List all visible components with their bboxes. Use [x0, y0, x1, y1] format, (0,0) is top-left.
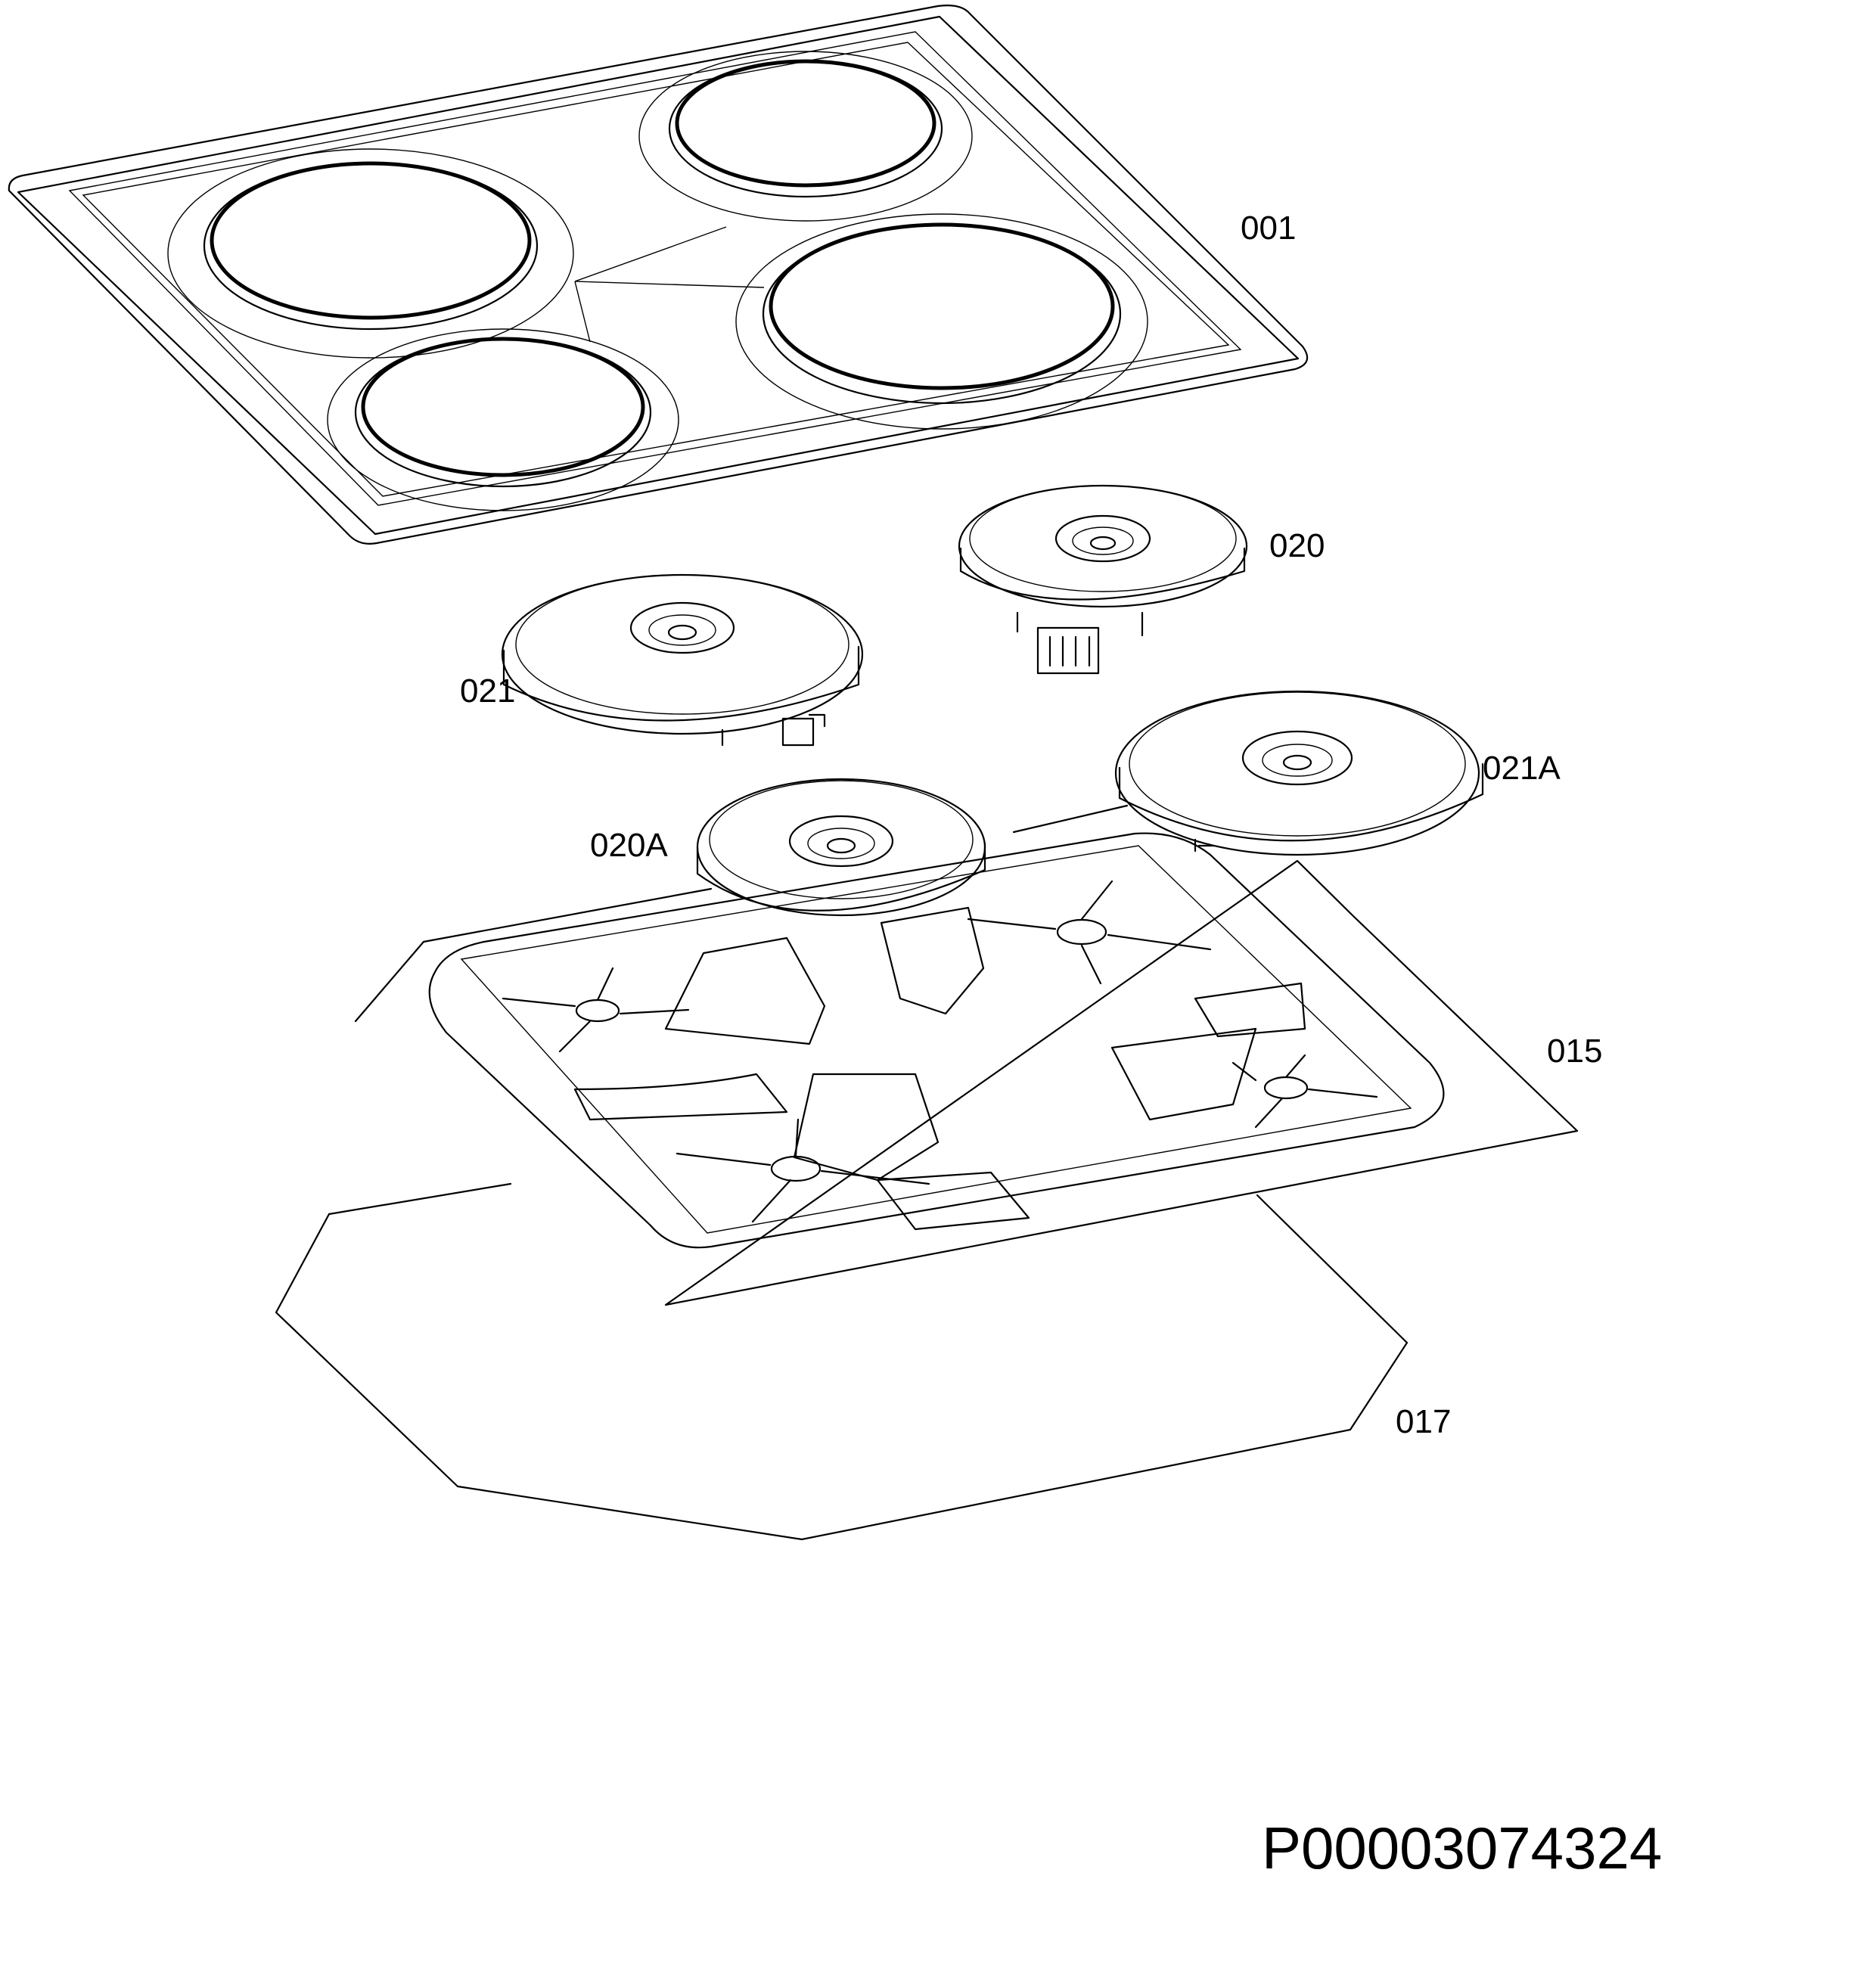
label-020a: 020A: [590, 827, 668, 864]
label-021a: 021A: [1483, 750, 1561, 787]
label-017: 017: [1396, 1403, 1451, 1440]
hob-top-plate: [8, 5, 1309, 545]
hotplate-021: [501, 573, 864, 747]
document-code: P00003074324: [1262, 1815, 1662, 1881]
label-001: 001: [1241, 210, 1296, 247]
part-labels: 001 020 021 021A 020A 015 017: [460, 210, 1602, 1440]
hotplate-020: [958, 484, 1248, 675]
hotplate-021a: [1114, 690, 1484, 856]
hotplate-020a: [696, 778, 986, 917]
label-021: 021: [460, 672, 515, 710]
label-020: 020: [1269, 527, 1325, 564]
label-015: 015: [1547, 1033, 1602, 1070]
insulation-sheet-015: [354, 804, 1579, 1306]
insulation-outline-017: [275, 1182, 1409, 1541]
